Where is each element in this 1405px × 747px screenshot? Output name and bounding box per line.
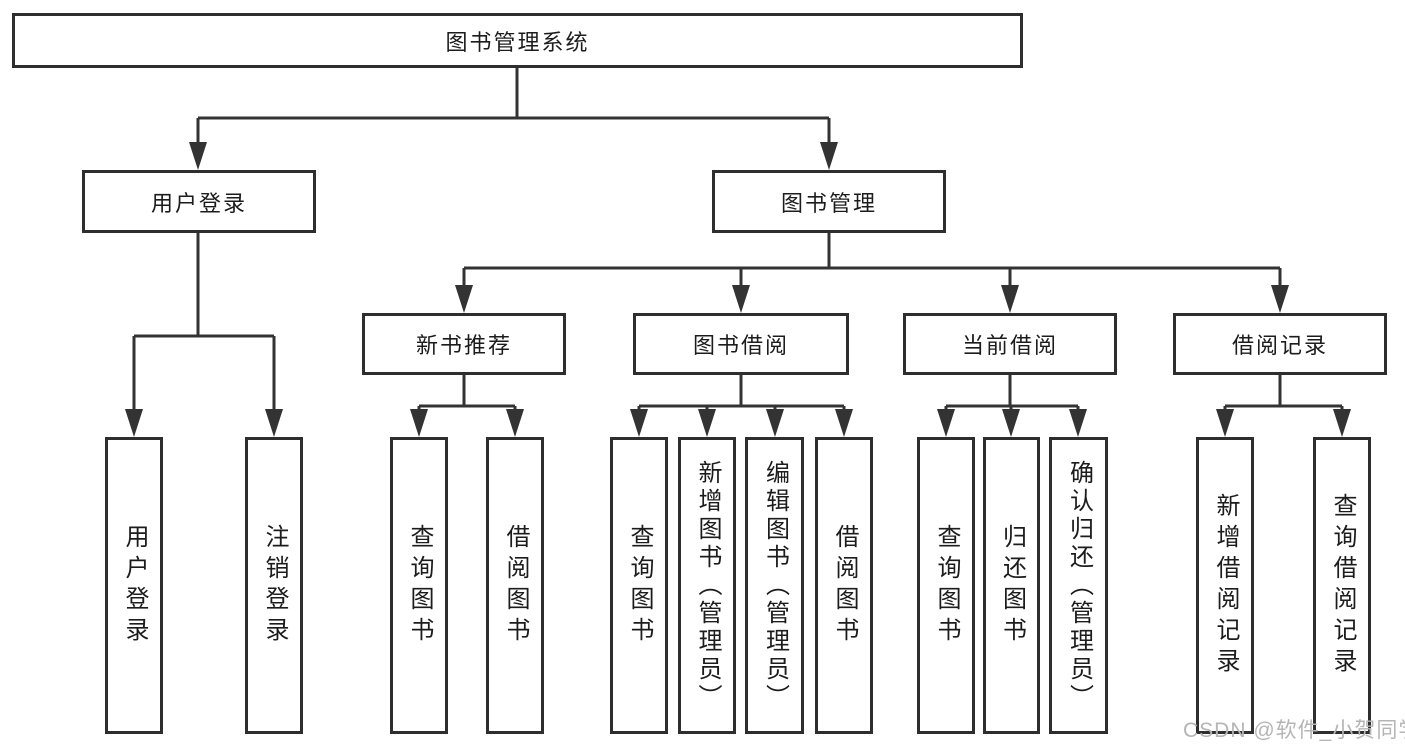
leaf-label: 新增借阅记录 [1212,492,1239,679]
leaf-borrow-books-borrowing: 借阅图书 [815,437,873,734]
leaf-query-books-current: 查询图书 [917,437,975,734]
leaf-label: 查询图书 [626,523,653,648]
node-label: 图书借阅 [692,333,789,358]
node-label: 当前借阅 [961,333,1058,358]
leaf-confirm-return-admin: 确认归还（管理员） [1049,437,1108,734]
watermark: CSDN @软件_小贺同学 [1183,719,1405,742]
node-new-book-recommend: 新书推荐 [362,313,566,375]
leaf-label: 新增图书（管理员） [694,459,721,712]
node-borrowing-records: 借阅记录 [1173,313,1387,375]
leaf-label: 查询图书 [933,523,960,648]
leaf-user-login: 用户登录 [105,437,163,734]
node-label: 图书管理 [780,190,877,216]
leaf-label: 查询借阅记录 [1329,492,1356,679]
leaf-query-borrow-record: 查询借阅记录 [1313,437,1371,734]
node-label: 图书管理系统 [445,29,590,55]
node-label: 新书推荐 [415,333,512,358]
leaf-label: 查询图书 [406,523,433,648]
leaf-borrow-books-recommend: 借阅图书 [486,437,544,734]
node-book-management: 图书管理 [712,170,946,233]
leaf-label: 注销登录 [261,523,288,648]
leaf-label: 编辑图书（管理员） [761,459,789,712]
leaf-label: 借阅图书 [831,523,858,648]
leaf-edit-book-admin: 编辑图书（管理员） [745,437,804,734]
leaf-add-borrow-record: 新增借阅记录 [1196,437,1254,734]
node-user-login: 用户登录 [82,170,316,233]
leaf-add-book-admin: 新增图书（管理员） [678,437,736,734]
leaf-label: 借阅图书 [502,523,529,648]
leaf-query-books-borrowing: 查询图书 [610,437,668,734]
node-label: 借阅记录 [1231,333,1328,358]
node-label: 用户登录 [150,190,247,216]
leaf-return-books: 归还图书 [983,437,1040,734]
leaf-label: 确认归还（管理员） [1065,459,1093,712]
node-current-borrowing: 当前借阅 [903,313,1117,375]
node-book-borrowing: 图书借阅 [633,313,849,375]
leaf-label: 归还图书 [998,523,1026,648]
leaf-logout: 注销登录 [245,437,303,734]
node-library-system: 图书管理系统 [12,13,1023,68]
connector-arrowhead-icons [125,142,1351,437]
leaf-query-books-recommend: 查询图书 [390,437,448,734]
leaf-label: 用户登录 [121,523,148,648]
